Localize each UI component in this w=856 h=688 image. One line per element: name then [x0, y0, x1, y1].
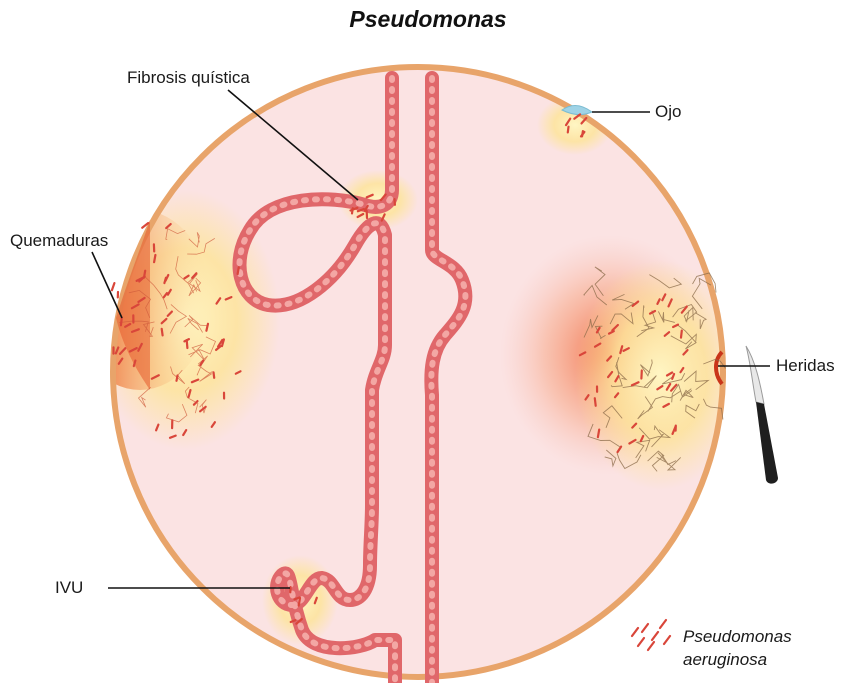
bacterium — [134, 361, 136, 367]
legend: Pseudomonas aeruginosa — [683, 625, 792, 671]
label-heridas: Heridas — [776, 356, 835, 376]
bacterium — [162, 329, 163, 336]
leader-quemaduras — [92, 252, 122, 318]
diagram-title: Pseudomonas — [0, 6, 856, 33]
bacterium — [582, 131, 583, 136]
bacterium — [681, 331, 682, 338]
bacterium — [568, 127, 569, 133]
legend-bacteria-icon — [632, 620, 670, 650]
bacterium — [164, 278, 166, 283]
label-ojo: Ojo — [655, 102, 681, 122]
bacterium — [352, 208, 353, 213]
legend-line-2: aeruginosa — [683, 648, 792, 671]
bacterium — [177, 376, 178, 381]
label-quemaduras: Quemaduras — [10, 231, 108, 251]
legend-line-1: Pseudomonas — [683, 625, 792, 648]
bacterium — [154, 255, 155, 262]
bacterium — [206, 324, 208, 331]
bacterium — [238, 267, 239, 274]
bacterium — [214, 372, 215, 378]
label-fibrosis: Fibrosis quística — [127, 68, 250, 88]
bacterium — [299, 598, 300, 606]
bacterium — [121, 318, 122, 326]
bacterium — [112, 283, 115, 290]
label-ivu: IVU — [55, 578, 83, 598]
bacterium — [595, 398, 596, 406]
bacterium — [598, 430, 599, 438]
